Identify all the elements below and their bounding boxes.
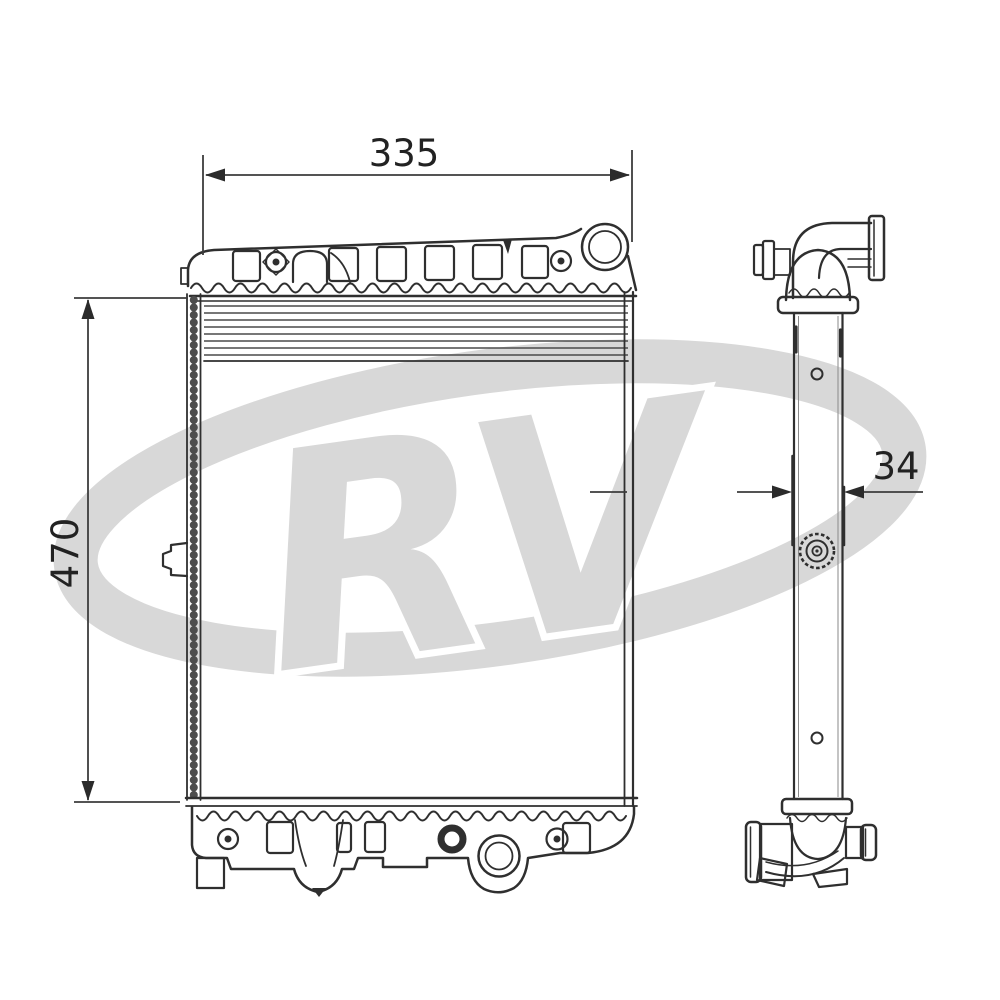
- core-column: [792, 311, 844, 801]
- drain-plug-boss: [477, 834, 521, 878]
- core-bottom-edge: [184, 796, 639, 807]
- dimension-height-label: 470: [44, 518, 87, 589]
- bottom-tank-bolt-right: [545, 827, 569, 851]
- inlet-stub-flange: [761, 239, 776, 281]
- top-gasket-band: [188, 282, 638, 302]
- top-tank-hump: [291, 249, 329, 284]
- inlet-stub-cap: [752, 243, 765, 277]
- outlet-pipe-left: [744, 820, 794, 884]
- dimension-width-label: 335: [369, 132, 440, 175]
- top-tank-slots: [231, 243, 550, 283]
- core-fastener-grommet: [798, 532, 836, 570]
- side-mount-bracket: [161, 541, 189, 578]
- radiator-side-view: [744, 214, 886, 889]
- mounting-bolt-left: [262, 248, 290, 276]
- top-tank: [180, 222, 638, 292]
- dimension-height-470: 470: [44, 297, 188, 803]
- watermark-logo: RV: [53, 324, 927, 749]
- bottom-tank: [190, 805, 636, 897]
- rivet-bottom: [810, 731, 824, 745]
- rivet-top: [810, 367, 824, 381]
- outlet-pipe-right: [844, 823, 878, 862]
- radiator-front-view: [161, 222, 639, 897]
- header-plate-lines: [203, 305, 629, 362]
- mounting-bolt-right: [549, 249, 573, 273]
- foot-bracket: [195, 856, 226, 890]
- bottom-tank-side-profile: [744, 797, 878, 889]
- filler-neck-inner: [588, 230, 622, 264]
- bottom-tank-bolt-left: [216, 827, 240, 851]
- core-right-edge: [623, 290, 635, 808]
- inlet-elbow-pipe: [752, 214, 886, 300]
- watermark-ellipse-ring: [53, 339, 927, 677]
- dimension-depth-34: 34: [590, 445, 923, 547]
- inlet-flange-right: [867, 214, 886, 282]
- core-left-side-band: [186, 293, 202, 801]
- watermark-text: RV: [236, 331, 746, 741]
- bottom-gasket-wave: [196, 810, 627, 822]
- dimension-depth-label: 34: [872, 445, 919, 488]
- dimension-width-335: 335: [202, 132, 633, 255]
- vent-arrow-mark: [503, 239, 512, 254]
- top-tank-side-profile: [776, 248, 860, 315]
- filler-neck-outer: [580, 222, 630, 272]
- hose-port-dark-ring: [437, 824, 467, 854]
